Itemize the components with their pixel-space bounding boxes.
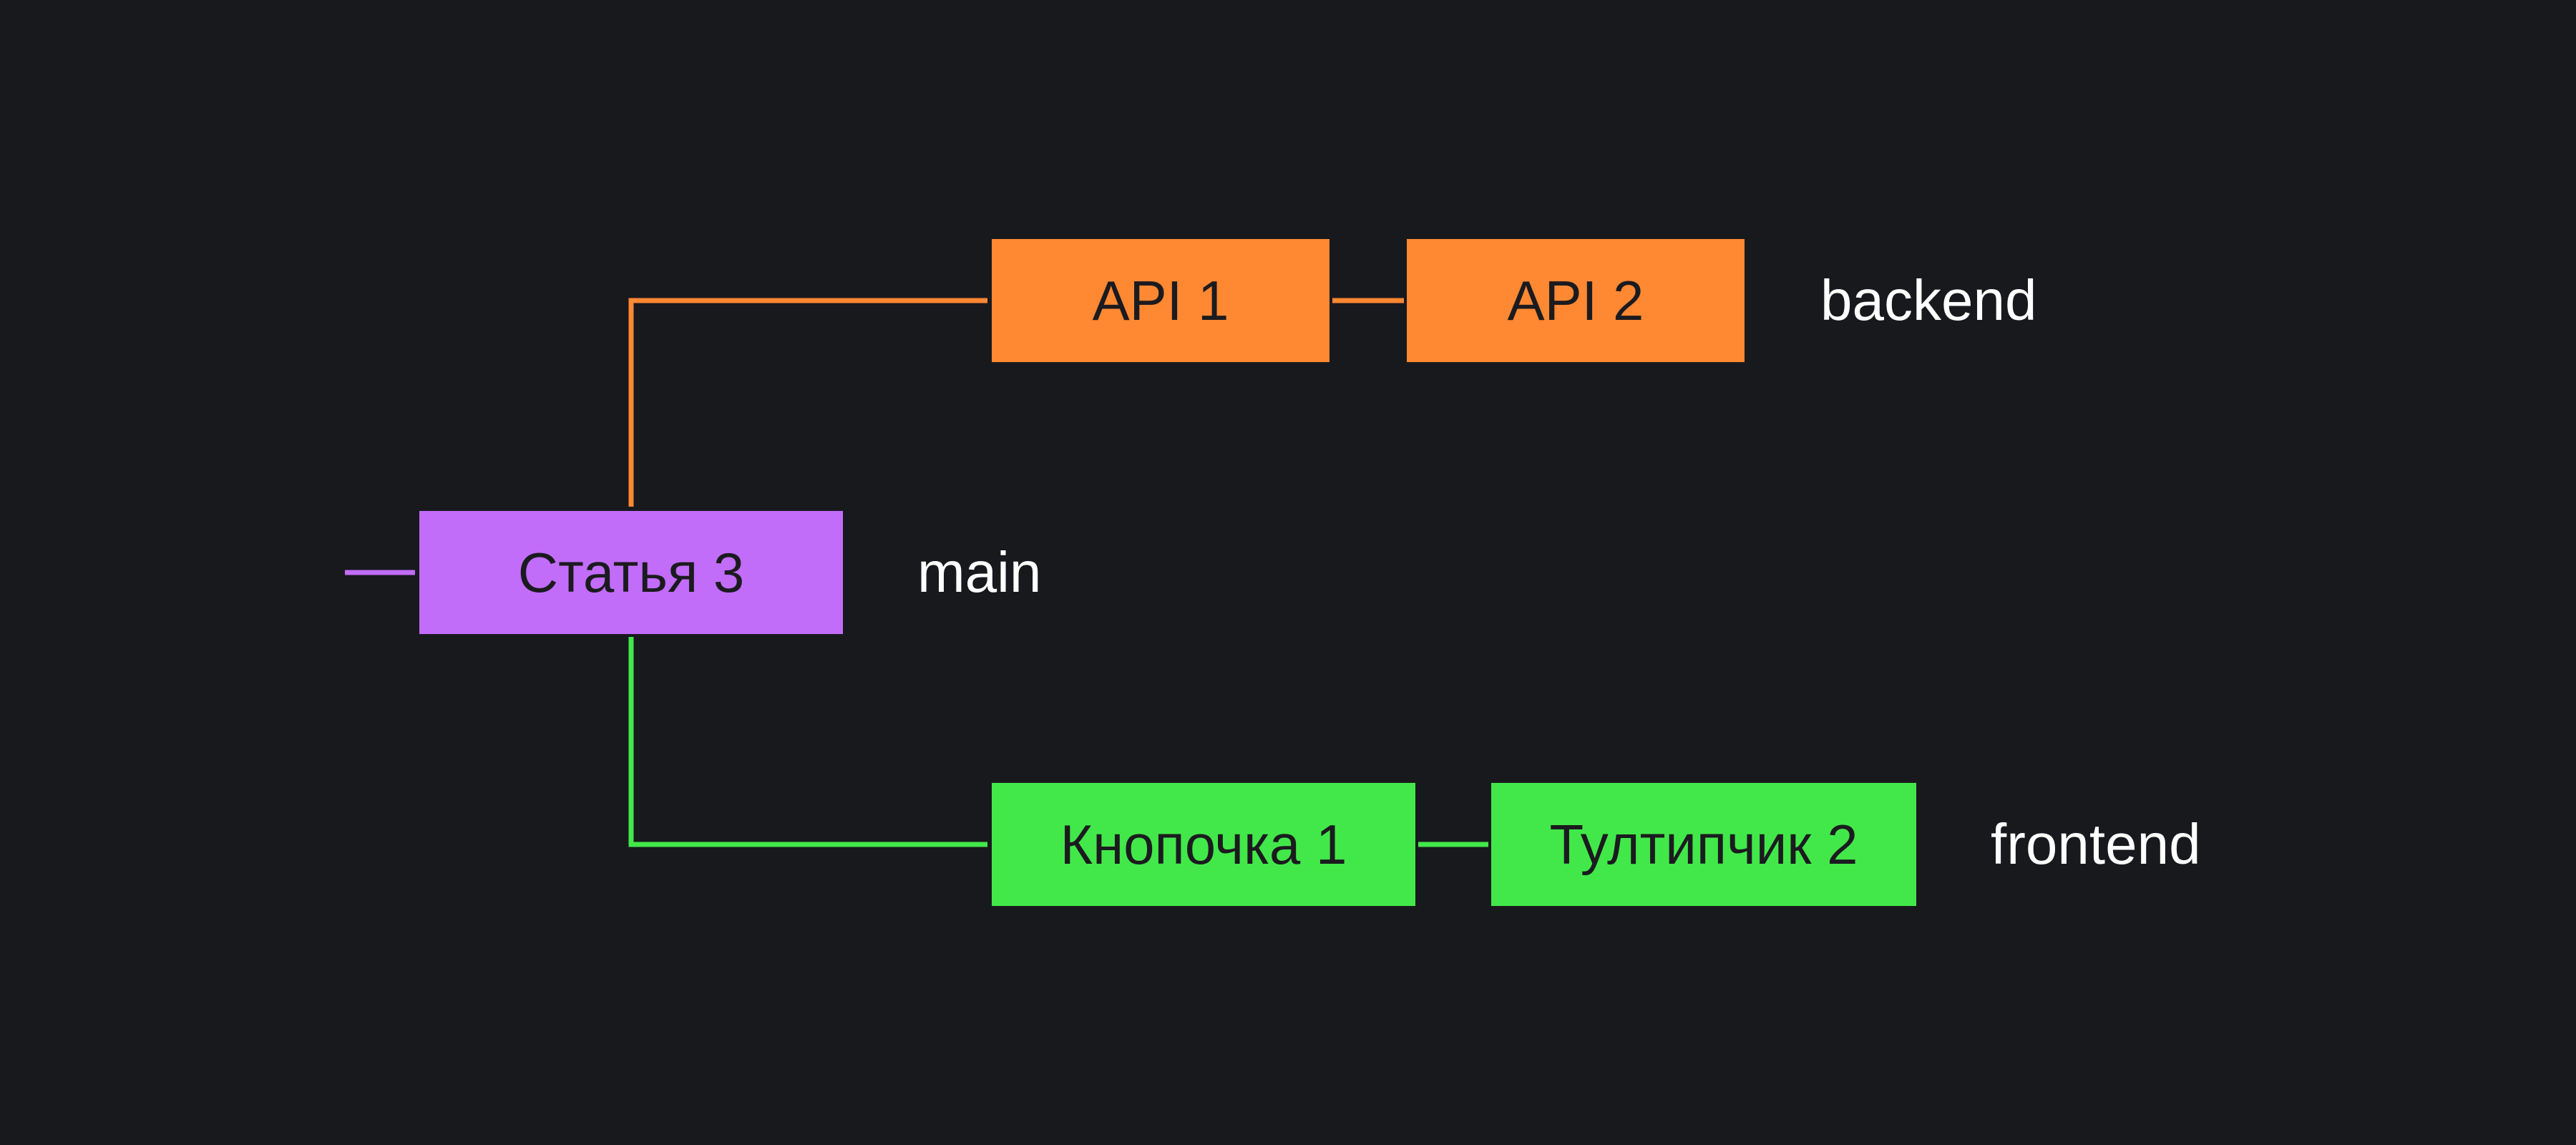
branch-label-backend: backend xyxy=(1820,268,2037,332)
commit-node-article-3: Статья 3 xyxy=(419,511,843,634)
commit-node-api-2: API 2 xyxy=(1407,239,1745,362)
branch-label-frontend: frontend xyxy=(1991,812,2201,876)
frontend-branch-connector xyxy=(628,637,987,847)
branch-label-main: main xyxy=(917,540,1042,604)
commit-node-tooltip-2: Тултипчик 2 xyxy=(1491,783,1916,906)
commit-node-api-1: API 1 xyxy=(992,239,1330,362)
commit-node-button-1: Кнопочка 1 xyxy=(992,783,1415,906)
backend-branch-connector xyxy=(628,298,987,507)
